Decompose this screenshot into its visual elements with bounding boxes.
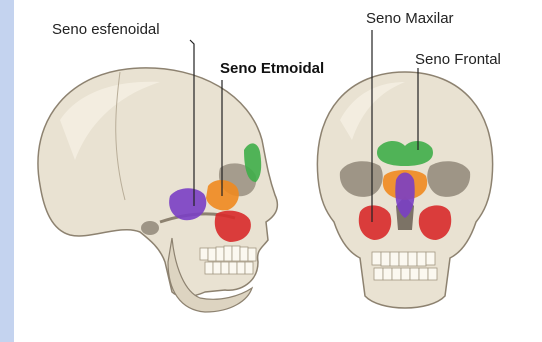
label-ethmoid-sinus: Seno Etmoidal [220,60,324,77]
label-sphenoid-sinus: Seno esfenoidal [52,21,160,38]
label-frontal-sinus: Seno Frontal [415,51,501,68]
skull-lateral-view [38,68,277,312]
lateral-ear-canal [141,221,159,235]
label-maxillary-sinus: Seno Maxilar [366,10,454,27]
lateral-teeth [200,246,256,274]
skull-frontal-view [317,72,492,308]
